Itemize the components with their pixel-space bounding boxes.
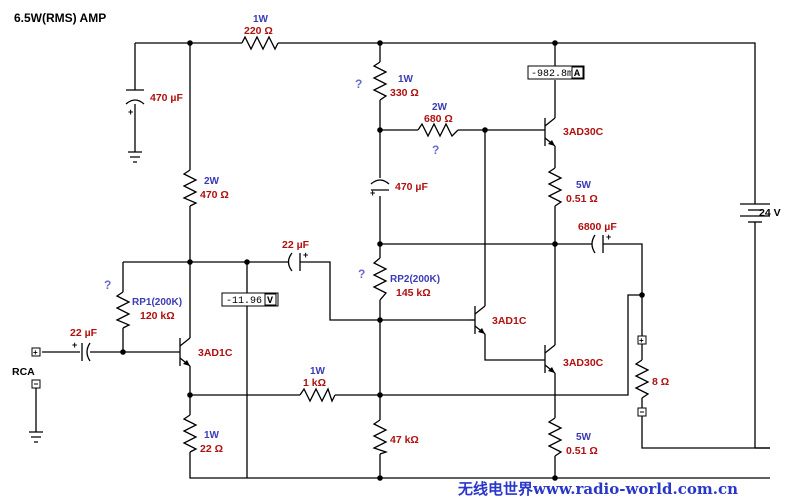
resistor-220-value: 220 Ω	[244, 25, 273, 37]
transistor-upper-label: 3AD30C	[563, 126, 604, 138]
battery-voltage: 24 V	[759, 207, 781, 219]
svg-text:+: +	[33, 348, 38, 357]
svg-text:+: +	[72, 340, 77, 350]
resistor-emitter-lower-value: 0.51 Ω	[566, 445, 598, 457]
resistor-emitter-lower-power: 5W	[576, 432, 592, 443]
resistor-330-value: 330 Ω	[390, 87, 419, 99]
resistor-330-question-mark: ?	[355, 77, 362, 91]
resistor-680-value: 680 Ω	[424, 113, 453, 125]
capacitor-6800uF-symbol: +	[591, 232, 611, 254]
rca-input-label: RCA	[12, 366, 35, 378]
capacitor-22uF-input-symbol: +	[72, 340, 91, 362]
rca-input-terminal: +	[31, 347, 41, 389]
rp2-question-mark: ?	[358, 267, 365, 281]
resistor-330-power: 1W	[398, 74, 414, 85]
resistor-22-value: 22 Ω	[200, 443, 223, 455]
resistor-220-power: 1W	[253, 14, 269, 25]
resistor-22-symbol	[182, 414, 198, 453]
resistor-emitter-upper-value: 0.51 Ω	[566, 193, 598, 205]
resistor-680-question-mark: ?	[432, 143, 439, 157]
resistor-feedback-power: 1W	[310, 366, 326, 377]
svg-text:+: +	[128, 107, 133, 117]
rp1-value: 120 kΩ	[140, 310, 175, 322]
svg-text:+: +	[606, 232, 611, 242]
ammeter-reading: -982.8m	[531, 69, 573, 80]
resistor-330-symbol	[372, 61, 388, 101]
ammeter-unit: A	[574, 69, 580, 80]
speaker-value: 8 Ω	[652, 376, 669, 388]
voltmeter: -11.96 V	[221, 292, 279, 307]
svg-text:+: +	[370, 188, 375, 198]
rp2-name: RP2(200K)	[390, 274, 440, 285]
transistor-lower-label: 3AD30C	[563, 357, 604, 369]
resistor-feedback-value: 1 kΩ	[303, 377, 326, 389]
watermark-text: 无线电世界www.radio-world.com.cn	[457, 480, 738, 498]
potentiometer-rp1-symbol	[115, 291, 131, 329]
transistor-input-label: 3AD1C	[198, 347, 233, 359]
battery-symbol	[740, 200, 770, 449]
transistor-input-3AD1C-symbol	[179, 262, 191, 367]
resistor-feedback-1k-symbol	[299, 387, 336, 403]
svg-text:+: +	[303, 250, 308, 260]
transistor-driver-label: 3AD1C	[492, 315, 527, 327]
svg-text:+: +	[639, 336, 644, 345]
rp1-name: RP1(200K)	[132, 297, 182, 308]
capacitor-470uF-bootstrap-value: 470 µF	[395, 181, 428, 193]
transistor-lower-3AD30C-symbol	[544, 344, 556, 374]
resistor-47k-symbol	[372, 419, 389, 455]
junction-dots	[120, 40, 645, 481]
rp1-question-mark: ?	[104, 278, 111, 292]
capacitor-22uF-input-value: 22 µF	[70, 327, 98, 339]
voltmeter-reading: -11.96	[226, 296, 262, 307]
voltmeter-unit: V	[267, 296, 273, 307]
rp2-value: 145 kΩ	[396, 287, 431, 299]
transistor-driver-3AD1C-symbol	[470, 305, 486, 335]
transistor-upper-3AD30C-symbol	[544, 117, 556, 147]
speaker-load-symbol: +	[634, 335, 650, 417]
capacitor-470uF-supply-symbol: +	[125, 89, 145, 117]
resistor-emitter-upper-symbol	[547, 167, 563, 207]
resistor-680-symbol	[417, 122, 459, 138]
resistor-680-power: 2W	[432, 102, 448, 113]
resistor-470-power: 2W	[204, 176, 220, 187]
resistor-22-power: 1W	[204, 430, 220, 441]
capacitor-470uF-bootstrap-symbol: +	[370, 179, 390, 198]
resistor-470-value: 470 Ω	[200, 189, 229, 201]
wires	[29, 42, 770, 479]
schematic-title: 6.5W(RMS) AMP	[14, 11, 106, 25]
resistor-47k-value: 47 kΩ	[390, 434, 419, 446]
capacitor-22uF-mid-symbol: +	[287, 250, 308, 272]
resistor-emitter-lower-symbol	[547, 417, 563, 457]
ammeter: -982.8m A	[527, 65, 585, 80]
resistor-220-symbol	[241, 35, 279, 51]
capacitor-470uF-supply-value: 470 µF	[150, 92, 183, 104]
resistor-470-symbol	[182, 169, 198, 207]
capacitor-22uF-mid-value: 22 µF	[282, 239, 310, 251]
potentiometer-rp2-symbol	[372, 257, 388, 301]
resistor-emitter-upper-power: 5W	[576, 180, 592, 191]
capacitor-6800uF-value: 6800 µF	[578, 221, 617, 233]
